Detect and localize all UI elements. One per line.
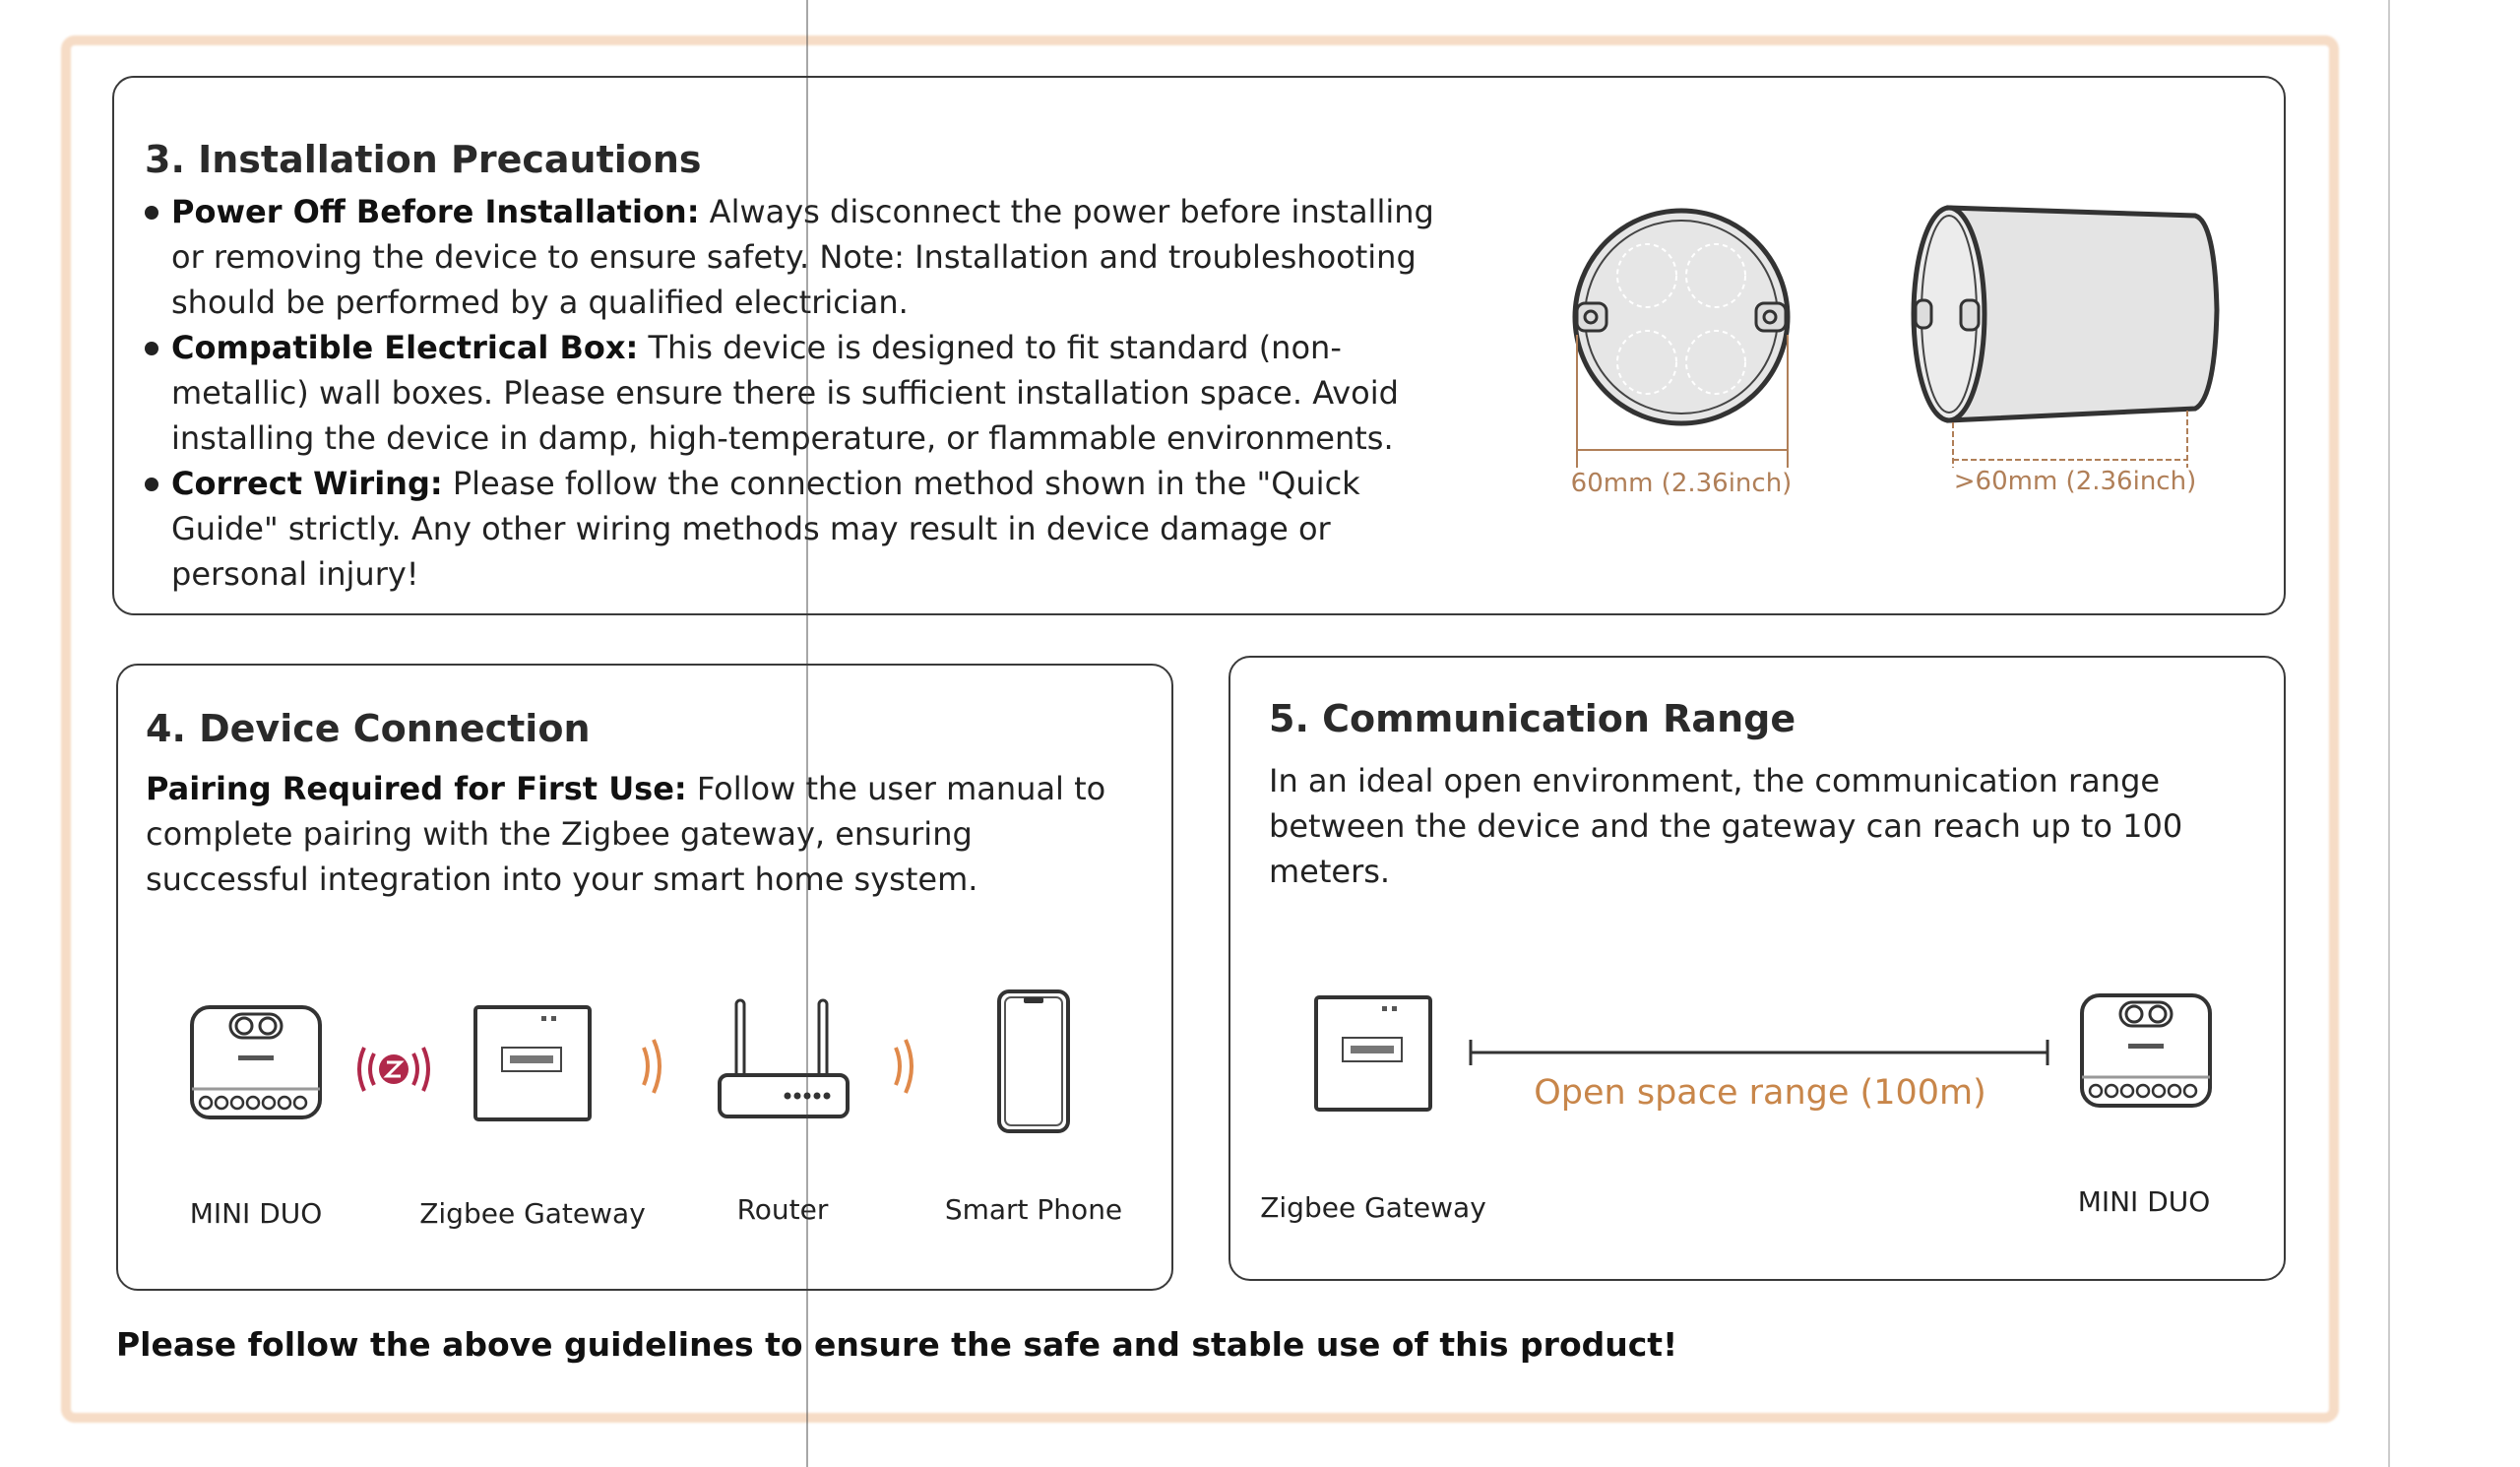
device-label: Zigbee Gateway [1260, 1191, 1486, 1224]
device-label: Zigbee Gateway [419, 1197, 646, 1230]
section-title: 3. Installation Precautions [145, 138, 702, 181]
page-border [61, 35, 2339, 1423]
pairing-text: Pairing Required for First Use: Follow t… [146, 770, 1106, 898]
box-side-dimension: >60mm (2.36inch) [1953, 467, 2197, 496]
section-title: 4. Device Connection [146, 707, 591, 750]
device-label: Smart Phone [944, 1193, 1123, 1226]
wifi-signal-icon [894, 1039, 914, 1094]
mini-duo-icon [2080, 993, 2212, 1108]
range-line [1469, 1040, 2049, 1065]
device-label: Router [736, 1193, 829, 1226]
precaution-item: Compatible Electrical Box: This device i… [145, 325, 1464, 461]
scan-edge [2388, 0, 2390, 1467]
router-icon [718, 998, 850, 1118]
section-title: 5. Communication Range [1269, 697, 1796, 740]
wall-box-front-illustration [1572, 208, 1791, 468]
footer-note: Please follow the above guidelines to en… [116, 1325, 1678, 1364]
zigbee-signal-icon [357, 1047, 430, 1092]
communication-range-panel [1228, 656, 2286, 1281]
precaution-item: Power Off Before Installation: Always di… [145, 189, 1464, 325]
fold-line [806, 0, 808, 1467]
wall-box-side-illustration [1911, 205, 2220, 468]
range-text: In an ideal open environment, the commun… [1269, 762, 2183, 890]
smart-phone-icon [997, 989, 1070, 1133]
mini-duo-icon [190, 1005, 322, 1119]
box-front-dimension: 60mm (2.36inch) [1570, 469, 1793, 498]
zigbee-gateway-icon [1314, 995, 1432, 1112]
wifi-signal-icon [642, 1039, 662, 1094]
device-label: MINI DUO [2077, 1185, 2211, 1218]
device-connection-panel [116, 664, 1173, 1291]
precautions-list: Power Off Before Installation: Always di… [145, 189, 1464, 597]
zigbee-gateway-icon [473, 1005, 592, 1121]
precaution-item: Correct Wiring: Please follow the connec… [145, 461, 1464, 597]
device-label: MINI DUO [189, 1197, 323, 1230]
range-label: Open space range (100m) [1534, 1073, 1986, 1113]
